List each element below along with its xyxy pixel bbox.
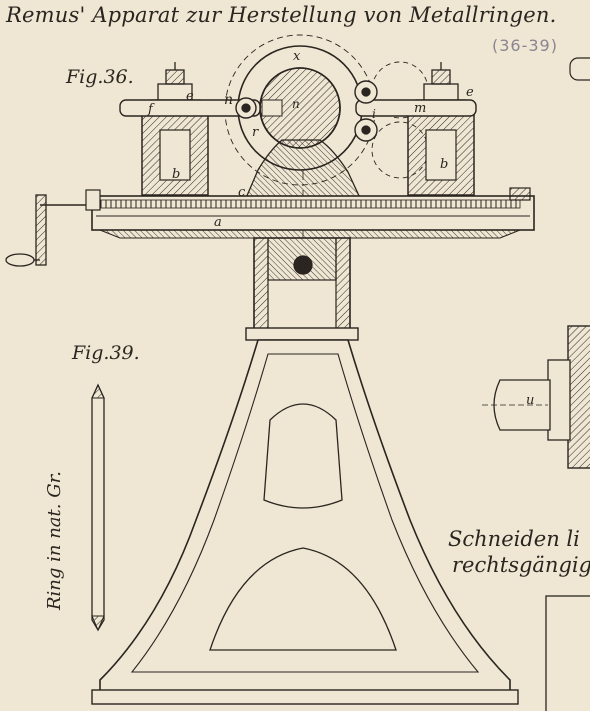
hub-pedestal bbox=[245, 139, 362, 199]
stand-window bbox=[263, 403, 343, 509]
left-arm bbox=[119, 99, 261, 117]
letter-x: x bbox=[293, 49, 301, 64]
letter-m: m bbox=[414, 101, 426, 116]
letter-r: r bbox=[252, 125, 259, 140]
letter-c: c bbox=[238, 185, 246, 200]
letter-b2: b bbox=[440, 157, 448, 172]
letter-n: n bbox=[224, 92, 233, 108]
fragment-block bbox=[567, 325, 590, 469]
letter-i: i bbox=[372, 107, 376, 121]
crank-knob bbox=[5, 253, 35, 267]
figure-range-note: (36-39) bbox=[492, 36, 558, 55]
letter-u: u bbox=[526, 393, 534, 408]
base-plinth bbox=[91, 689, 519, 705]
right-arm bbox=[355, 99, 477, 117]
plate-title: Remus' Apparat zur Herstellung von Metal… bbox=[6, 3, 557, 27]
letter-e2: e bbox=[466, 85, 474, 100]
crank-arm bbox=[35, 194, 47, 266]
stand-arch bbox=[209, 547, 397, 651]
side-caption-line1: Schneiden li bbox=[448, 527, 580, 551]
letter-f: f bbox=[147, 102, 155, 117]
letter-e: e bbox=[186, 89, 194, 104]
side-caption-line2: rechtsgängig bbox=[452, 553, 590, 577]
letter-a: a bbox=[214, 215, 222, 230]
letter-b: b bbox=[172, 167, 180, 182]
ring-profile bbox=[91, 383, 105, 632]
fig39-label: Fig.39. bbox=[72, 342, 140, 364]
fig36-label: Fig.36. bbox=[66, 66, 134, 88]
letter-n2: n bbox=[292, 97, 300, 111]
screw-thread bbox=[99, 199, 521, 209]
